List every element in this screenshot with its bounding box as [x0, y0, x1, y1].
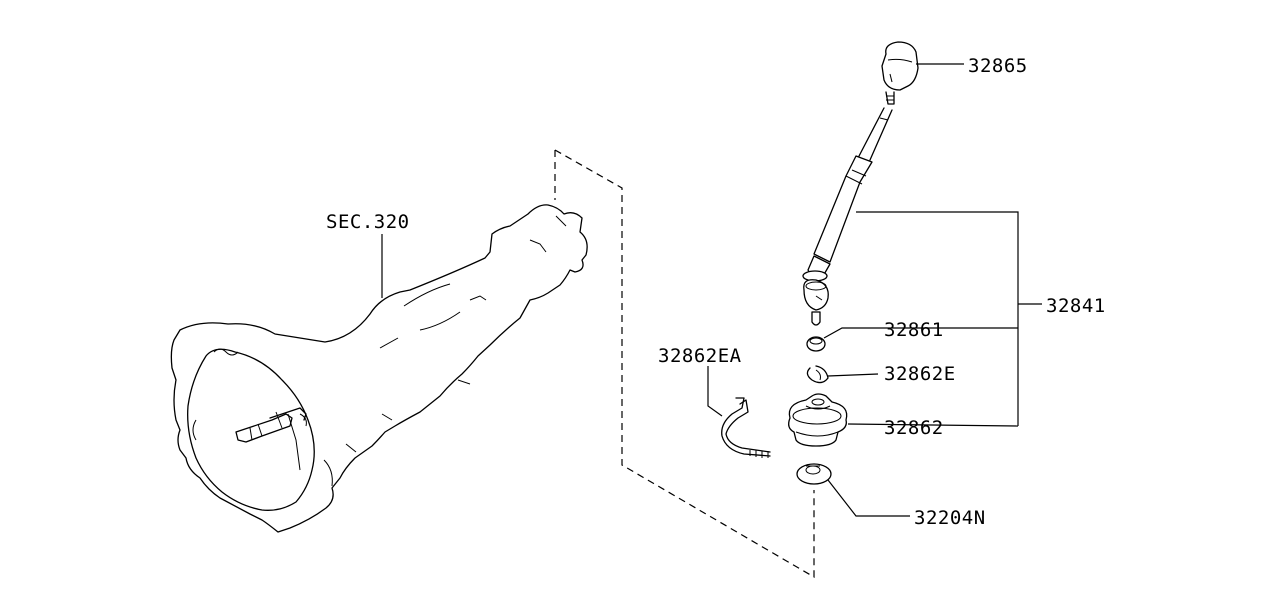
leader-32204n: [827, 479, 910, 517]
part-label-32861: 32861: [884, 319, 944, 341]
washer-32204n: [796, 463, 832, 485]
part-label-32865: 32865: [968, 55, 1028, 77]
shift-knob: [881, 41, 919, 91]
part-label-32862: 32862: [884, 417, 944, 439]
strap-32862ea: [721, 397, 771, 458]
sec-320-label: SEC.320: [326, 211, 410, 233]
leader-32862ea: [707, 366, 723, 417]
bushing-32861: [806, 336, 826, 352]
leader-32862: [847, 423, 1019, 427]
mounting-reference-box: [554, 149, 815, 579]
transmission-housing: [170, 204, 588, 533]
clip-32862e: [806, 365, 829, 384]
shift-seat-32862: [788, 393, 848, 447]
leader-32862e: [827, 373, 879, 377]
part-label-32204n: 32204N: [914, 507, 986, 529]
part-label-32862ea: 32862EA: [658, 345, 742, 367]
shift-lever-assembly: [802, 41, 919, 326]
part-label-32841: 32841: [1046, 295, 1106, 317]
part-label-32862e: 32862E: [884, 363, 956, 385]
leader-32841: [856, 211, 1042, 426]
leader-32861: [823, 327, 1018, 339]
